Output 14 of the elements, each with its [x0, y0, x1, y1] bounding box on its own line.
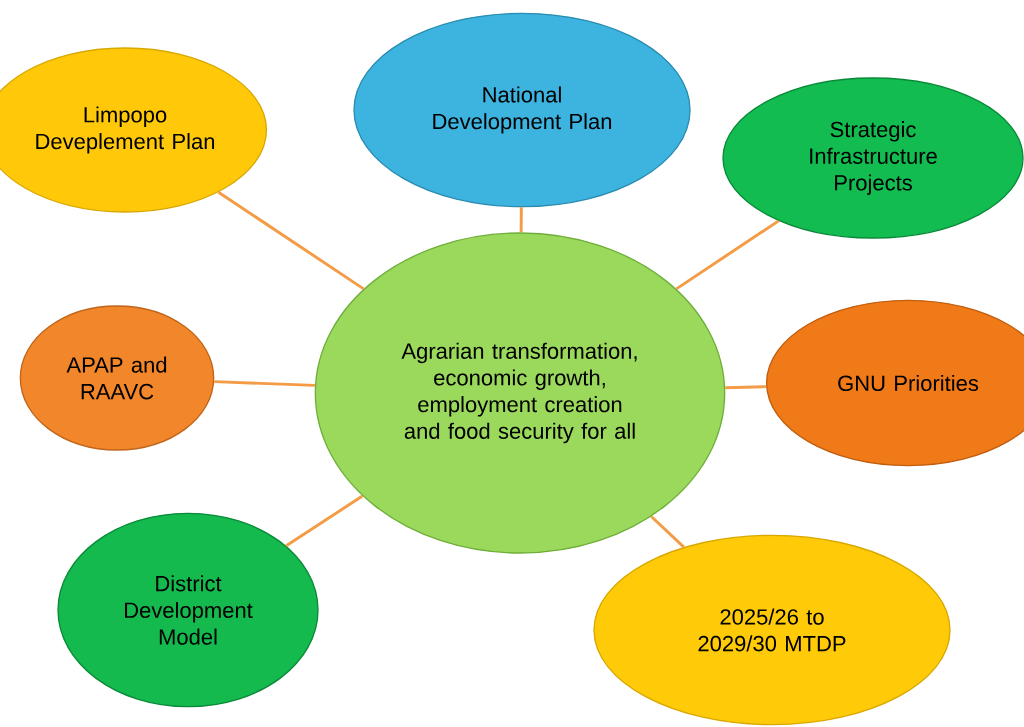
ellipse-node: District Development Model — [57, 512, 319, 708]
connector-line — [675, 219, 780, 291]
connector-line — [285, 494, 364, 548]
connector-line — [650, 515, 685, 549]
ellipse-node: 2025/26 to 2029/30 MTDP — [593, 534, 951, 726]
connector-line — [214, 380, 315, 387]
ellipse-node: GNU Priorities — [765, 299, 1024, 467]
ellipse-node: Agrarian transformation, economic growth, employment creation and food security for all — [314, 232, 726, 554]
ellipse-node: National Development Plan — [353, 12, 691, 208]
connector-line — [217, 191, 365, 291]
ellipse-node: APAP and RAAVC — [19, 305, 215, 451]
ellipse-node: Strategic Infrastructure Projects — [722, 77, 1024, 239]
connector-line — [725, 385, 767, 390]
connector-line — [519, 207, 523, 233]
